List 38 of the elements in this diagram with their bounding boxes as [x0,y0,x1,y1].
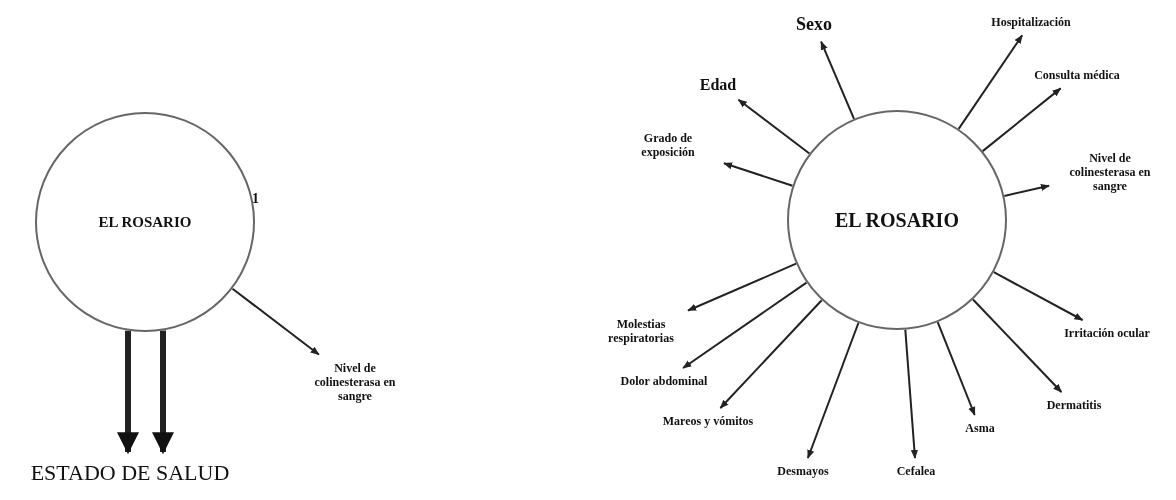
arrow [687,262,798,312]
node-label: Dolor abdominal [599,374,729,389]
node-label: Mareos y vómitos [638,414,778,429]
arrow [981,87,1062,153]
node-label: Irritación ocular [1062,326,1152,341]
node-label: Grado de exposición [618,130,718,160]
arrow [723,162,794,187]
node-label: Edad [688,74,748,94]
arrow [972,298,1063,393]
circle-node [787,110,1007,330]
node-label: Nivel de colinesterasa en sangre [300,360,410,404]
note-mark: 1 [252,191,259,207]
arrow [957,34,1024,130]
node-label: Sexo [784,14,844,36]
arrow [936,321,976,416]
arrow [992,271,1084,321]
node-label: Molestias respiratorias [586,316,696,346]
node-label: Hospitalización [966,15,1096,30]
arrow [737,98,811,155]
node-label: Consulta médica [1032,68,1122,83]
arrow [117,330,139,455]
node-label: Cefalea [876,464,956,479]
node-label: ESTADO DE SALUD [10,460,250,487]
node-label: Dermatitis [1029,398,1119,413]
arrow [1003,184,1050,197]
node-label: Asma [950,421,1010,436]
circle-title: EL ROSARIO [98,213,192,231]
arrow [904,328,918,459]
node-label: Nivel de colinesterasa en sangre [1055,150,1165,194]
arrow [806,322,860,459]
arrow [820,40,855,120]
arrow [152,330,174,455]
circle-title: EL ROSARIO [835,208,959,232]
arrow [719,299,823,409]
circle-node [35,112,255,332]
arrow [682,281,808,369]
node-label: Desmayos [758,464,848,479]
arrow [231,287,320,356]
